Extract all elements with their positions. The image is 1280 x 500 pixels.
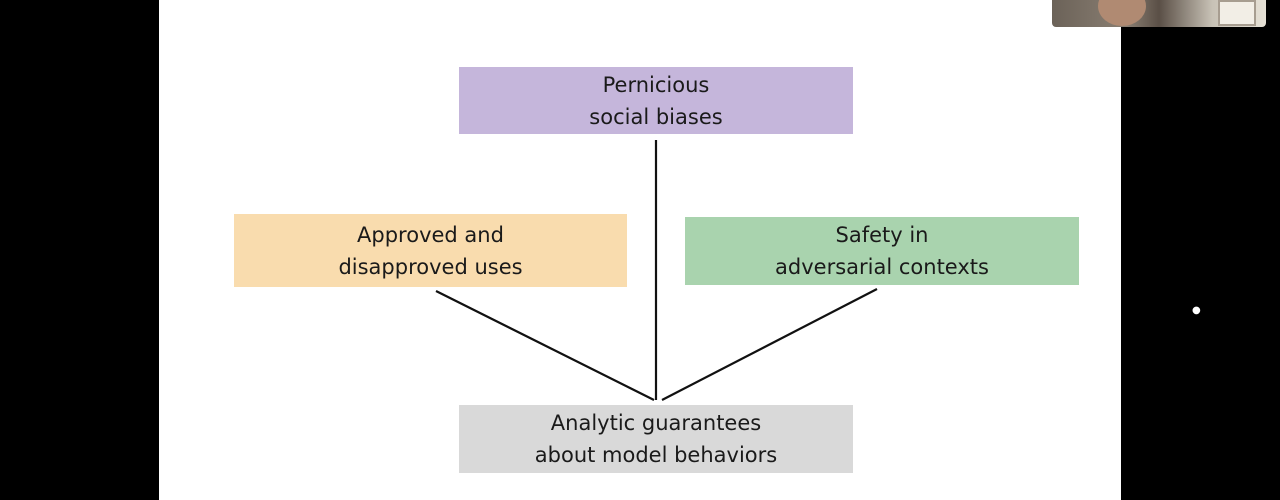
node-label-line: Analytic guarantees bbox=[550, 411, 762, 435]
node-approved-disapproved-uses: Approved and disapproved uses bbox=[234, 214, 627, 287]
edge-right-to-bottom bbox=[661, 288, 878, 401]
node-analytic-guarantees: Analytic guarantees about model behavior… bbox=[459, 405, 853, 473]
node-label-line: Safety in bbox=[835, 223, 929, 247]
node-safety-adversarial-contexts: Safety in adversarial contexts bbox=[685, 217, 1079, 285]
node-label-line: disapproved uses bbox=[338, 254, 523, 279]
pointer-cursor-icon: ● bbox=[1192, 305, 1201, 316]
edge-left-to-bottom bbox=[435, 290, 655, 401]
webcam-thumbnail[interactable] bbox=[1052, 0, 1266, 27]
node-label-line: Pernicious bbox=[602, 72, 710, 97]
node-label-line: adversarial contexts bbox=[775, 255, 989, 279]
node-label-line: Approved and bbox=[357, 222, 504, 247]
node-pernicious-social-biases: Pernicious social biases bbox=[459, 67, 853, 134]
node-label-line: social biases bbox=[589, 104, 723, 129]
background-window bbox=[1218, 0, 1256, 26]
node-label-line: about model behaviors bbox=[534, 443, 778, 467]
presenter-face bbox=[1098, 0, 1146, 26]
